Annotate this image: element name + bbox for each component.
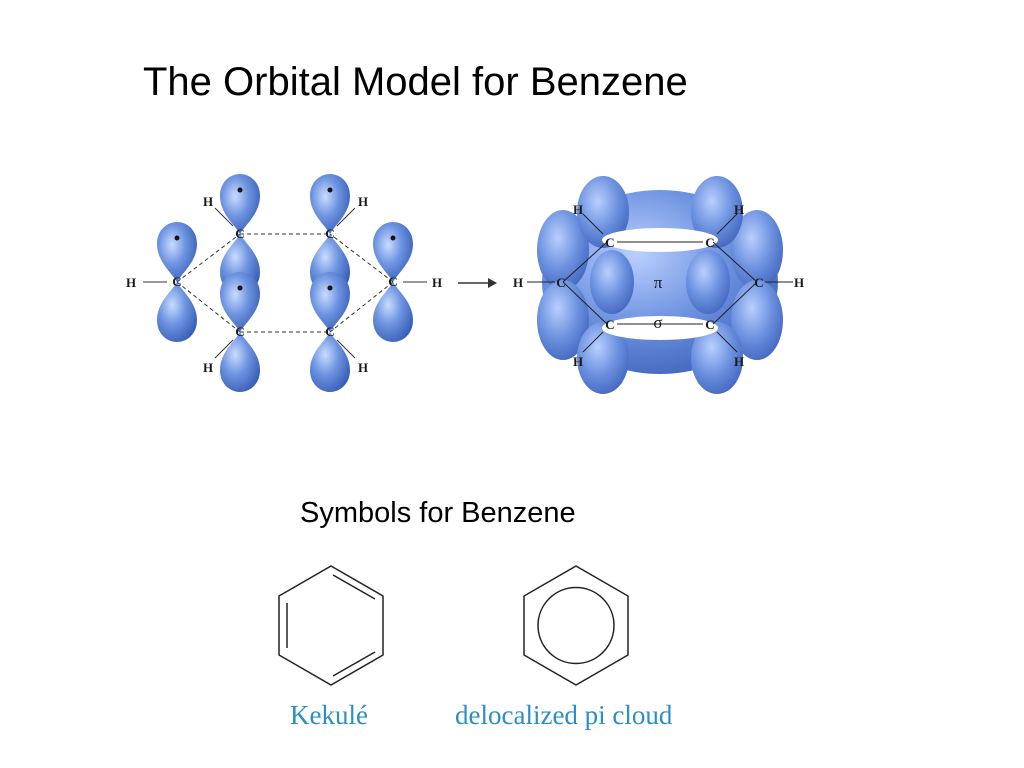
ch-bonds: [143, 207, 427, 359]
sigma-bonds: [527, 213, 793, 353]
hydrogen-label: H: [513, 275, 523, 290]
hydrogen-label: H: [794, 275, 804, 290]
delocalized-caption: delocalized pi cloud: [455, 700, 673, 730]
hydrogen-label: H: [203, 360, 213, 375]
slide-title: The Orbital Model for Benzene: [143, 60, 688, 104]
hydrogen-label: H: [358, 194, 368, 209]
sigma-framework: [176, 233, 394, 333]
delocalized-structure: [523, 565, 629, 686]
hydrogen-label: H: [126, 275, 136, 290]
cloud-gap: [602, 228, 718, 252]
pi-cloud-diagram: C C C C C C H H H H H H π σ: [513, 176, 804, 394]
pi-label: π: [654, 273, 663, 292]
p-orbital: [220, 272, 260, 392]
p-orbitals: [157, 174, 413, 392]
hydrogen-label: H: [573, 354, 583, 369]
carbon-label: C: [325, 226, 334, 241]
inner-lobes: [590, 250, 730, 314]
carbon-label: C: [325, 324, 334, 339]
carbon-label: C: [605, 317, 614, 332]
p-orbital: [373, 222, 413, 342]
pi-electron-cloud: [537, 176, 783, 394]
hydrogen-label: H: [358, 360, 368, 375]
arrow-right-icon: [458, 278, 497, 288]
carbon-label: C: [754, 275, 763, 290]
carbon-label: C: [235, 324, 244, 339]
p-orbital: [220, 174, 260, 294]
carbon-label: C: [388, 274, 397, 289]
atom-labels: C C C C C C H H H H H H: [126, 194, 442, 375]
cloud-gap: [602, 316, 718, 340]
sigma-label: σ: [653, 313, 662, 332]
hydrogen-label: H: [573, 202, 583, 217]
carbon-label: C: [235, 226, 244, 241]
carbon-label: C: [556, 275, 565, 290]
carbon-label: C: [605, 235, 614, 250]
p-orbital: [157, 222, 197, 342]
hydrogen-label: H: [432, 275, 442, 290]
p-orbital: [310, 174, 350, 294]
symbols-heading: Symbols for Benzene: [300, 497, 576, 529]
hydrogen-label: H: [734, 202, 744, 217]
hydrogen-label: H: [203, 194, 213, 209]
atom-labels: C C C C C C H H H H H H: [513, 202, 804, 369]
kekule-caption: Kekulé: [290, 700, 368, 730]
p-orbital-diagram: C C C C C C H H H H H H: [126, 174, 442, 392]
carbon-label: C: [705, 235, 714, 250]
carbon-label: C: [705, 317, 714, 332]
hydrogen-label: H: [734, 354, 744, 369]
kekule-structure: [278, 565, 384, 686]
p-orbital: [310, 272, 350, 392]
carbon-label: C: [172, 274, 181, 289]
